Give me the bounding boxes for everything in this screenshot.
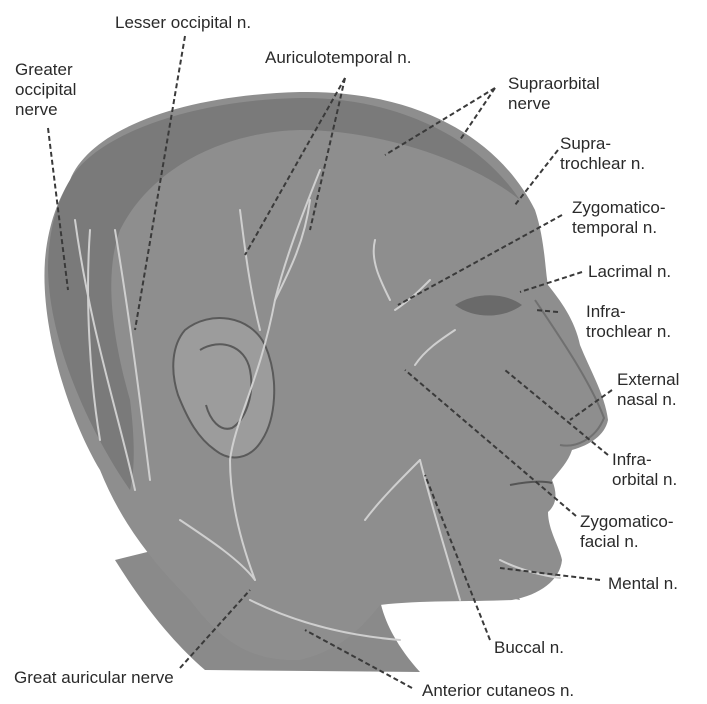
label-line: nerve — [15, 100, 76, 120]
label-auriculotemporal: Auriculotemporal n. — [265, 48, 411, 68]
label-line: Zygomatico- — [572, 198, 666, 218]
label-anterior-cutaneous: Anterior cutaneos n. — [422, 681, 574, 701]
label-line: Greater — [15, 60, 76, 80]
label-buccal: Buccal n. — [494, 638, 564, 658]
label-line: Supra- — [560, 134, 645, 154]
label-infratrochlear: Infra- trochlear n. — [586, 302, 671, 342]
label-line: Infra- — [586, 302, 671, 322]
label-infraorbital: Infra- orbital n. — [612, 450, 677, 490]
label-line: temporal n. — [572, 218, 666, 238]
label-line: occipital — [15, 80, 76, 100]
label-zygomaticofacial: Zygomatico- facial n. — [580, 512, 674, 552]
label-line: Zygomatico- — [580, 512, 674, 532]
label-zygomaticotemporal: Zygomatico- temporal n. — [572, 198, 666, 238]
label-line: nerve — [508, 94, 600, 114]
label-greater-occipital: Greater occipital nerve — [15, 60, 76, 120]
label-lacrimal: Lacrimal n. — [588, 262, 671, 282]
label-line: orbital n. — [612, 470, 677, 490]
label-line: Supraorbital — [508, 74, 600, 94]
label-lesser-occipital: Lesser occipital n. — [115, 13, 251, 33]
label-supratrochlear: Supra- trochlear n. — [560, 134, 645, 174]
label-line: facial n. — [580, 532, 674, 552]
label-line: trochlear n. — [586, 322, 671, 342]
label-external-nasal: External nasal n. — [617, 370, 679, 410]
label-line: Infra- — [612, 450, 677, 470]
label-line: trochlear n. — [560, 154, 645, 174]
label-line: External — [617, 370, 679, 390]
label-great-auricular: Great auricular nerve — [14, 668, 174, 688]
label-mental: Mental n. — [608, 574, 678, 594]
label-line: nasal n. — [617, 390, 679, 410]
label-supraorbital: Supraorbital nerve — [508, 74, 600, 114]
